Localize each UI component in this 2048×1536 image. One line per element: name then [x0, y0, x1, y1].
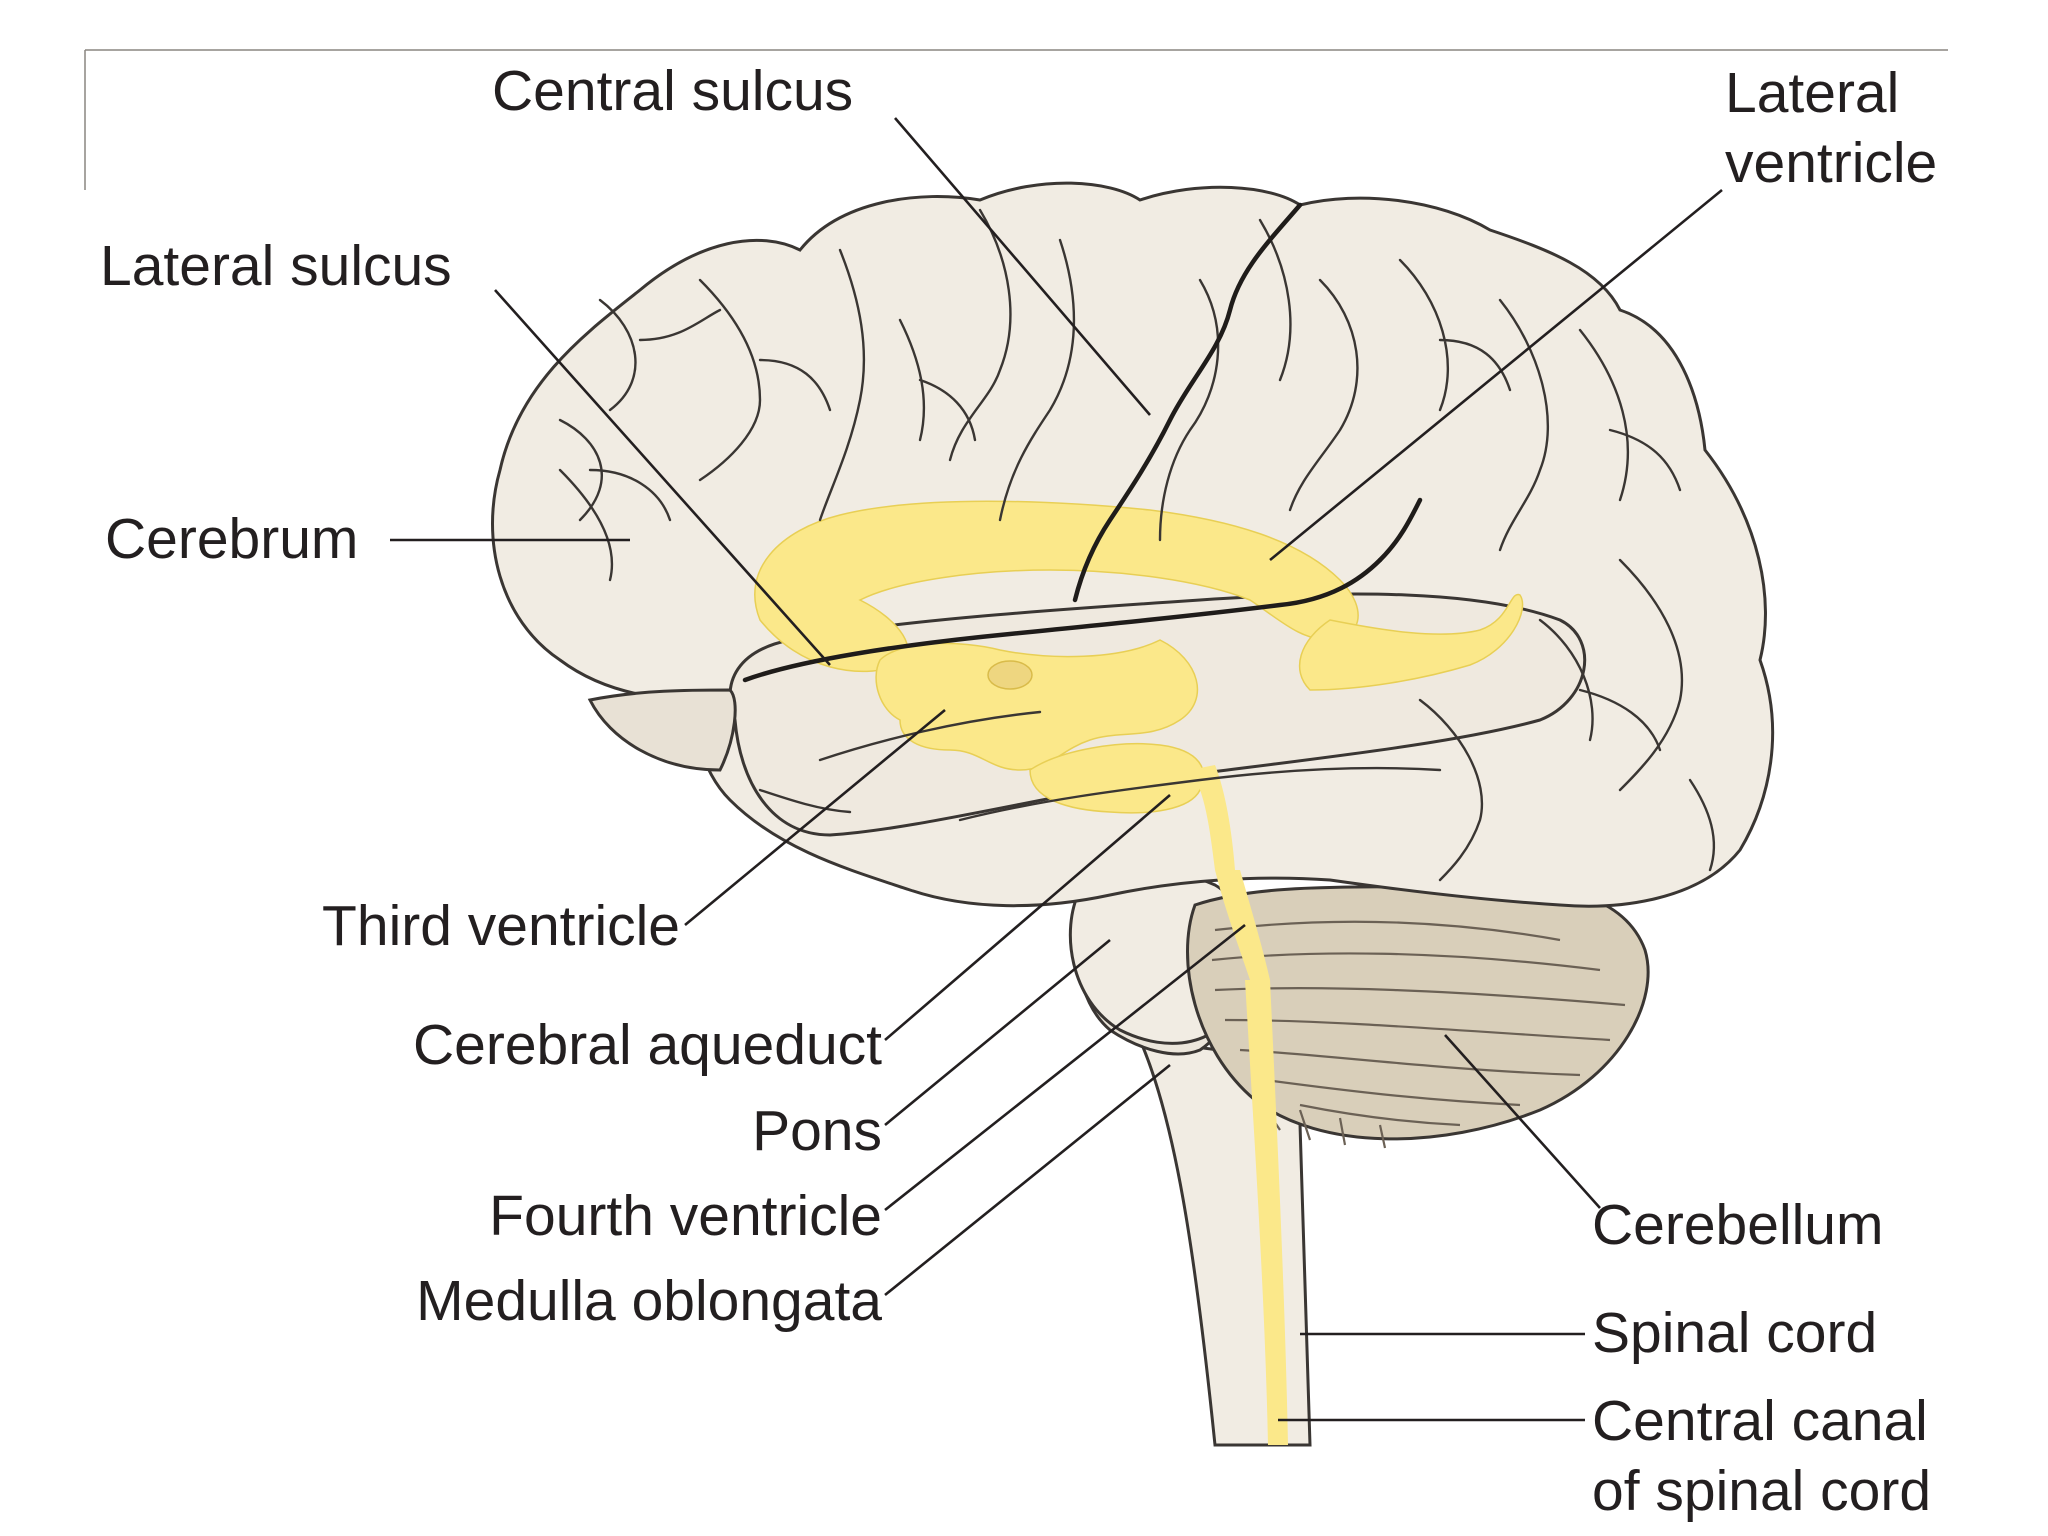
cerebral-aqueduct-shape [1190, 765, 1235, 870]
third-ventricle-shape [875, 639, 1199, 771]
label-cerebral-aqueduct: Cerebral aqueduct [413, 1013, 882, 1077]
lateral-ventricle-shape [754, 500, 1359, 673]
leader-lateral-sulcus [494, 289, 831, 666]
leader-medulla-oblongata [884, 1063, 1171, 1297]
label-lateral-ventricle-line1: Lateral [1725, 61, 1899, 125]
leader-lines [390, 117, 1723, 1422]
leader-lateral-ventricle [1269, 188, 1723, 562]
central-sulcus-line [1072, 202, 1303, 603]
label-medulla-oblongata: Medulla oblongata [416, 1269, 882, 1333]
leader-pons [884, 938, 1111, 1127]
leader-central-sulcus [894, 117, 1151, 416]
label-cerebrum: Cerebrum [105, 507, 358, 571]
leader-fourth-ventricle [884, 923, 1246, 1212]
label-cerebellum: Cerebellum [1592, 1193, 1883, 1257]
label-central-canal-line1: Central canal [1592, 1389, 1928, 1453]
central-canal-shape [1245, 980, 1288, 1445]
label-third-ventricle: Third ventricle [322, 894, 680, 958]
figure-frame [84, 49, 1948, 190]
lateral-sulcus-line [742, 557, 1383, 683]
label-central-sulcus: Central sulcus [492, 59, 853, 123]
label-lateral-sulcus: Lateral sulcus [100, 234, 452, 298]
leader-third-ventricle [684, 708, 946, 927]
deep-sulci [742, 202, 1423, 683]
fourth-ventricle-shape [1215, 870, 1270, 980]
label-central-canal-line2: of spinal cord [1592, 1459, 1931, 1523]
ventricular-system [754, 500, 1524, 1445]
label-fourth-ventricle: Fourth ventricle [489, 1184, 882, 1248]
label-spinal-cord: Spinal cord [1592, 1301, 1877, 1365]
label-lateral-ventricle-line2: ventricle [1725, 131, 1937, 195]
leader-cerebellum [1444, 1034, 1601, 1209]
leader-cerebral-aqueduct [884, 794, 1171, 1041]
label-pons: Pons [752, 1099, 882, 1163]
sulci [558, 208, 1716, 882]
